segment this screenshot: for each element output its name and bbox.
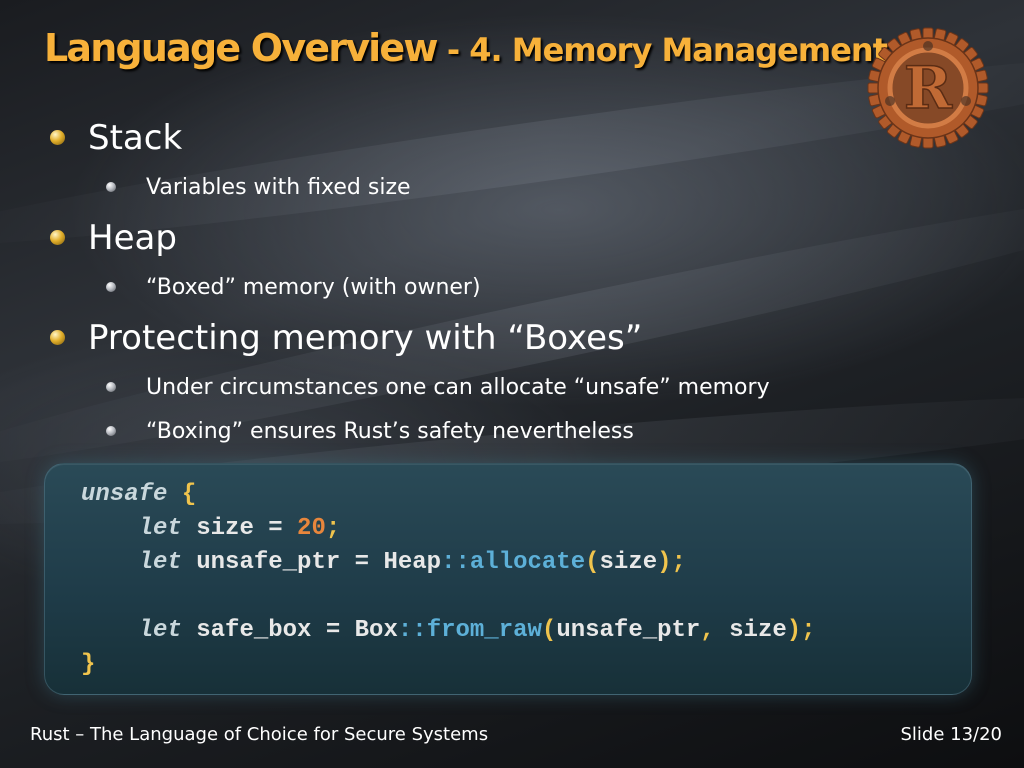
code-line: let unsafe_ptr = Heap::allocate(size);: [138, 549, 686, 576]
code-punctuation: ;: [325, 515, 341, 542]
gold-bullet-icon: [50, 330, 65, 345]
code-keyword: let: [138, 549, 182, 576]
code-punctuation: ): [657, 549, 672, 576]
code-punctuation: }: [81, 651, 96, 678]
code-punctuation: ;: [671, 549, 686, 576]
sub-bullet-text: Variables with fixed size: [146, 175, 411, 200]
sub-bullet-fixed-size: Variables with fixed size: [106, 175, 411, 200]
bullet-text: Protecting memory with “Boxes”: [88, 318, 643, 358]
code-block: unsafe { let size = 20; let unsafe_ptr =…: [44, 463, 972, 695]
code-keyword: let: [138, 617, 182, 644]
code-line: let safe_box = Box::from_raw(unsafe_ptr,…: [138, 617, 816, 644]
code-listing: unsafe { let size = 20; let unsafe_ptr =…: [81, 478, 816, 682]
code-path-separator: ::: [397, 617, 427, 644]
svg-text:R: R: [904, 54, 953, 122]
silver-bullet-icon: [106, 182, 116, 192]
gold-bullet-icon: [50, 130, 65, 145]
code-line: }: [81, 651, 95, 678]
title-separator: -: [436, 31, 470, 69]
code-punctuation: {: [181, 481, 197, 508]
code-keyword: let: [138, 515, 182, 542]
code-punctuation: (: [541, 617, 557, 644]
sub-bullet-text: “Boxing” ensures Rust’s safety neverthel…: [146, 419, 634, 444]
bullet-stack: Stack: [50, 118, 183, 158]
code-punctuation: ,: [700, 617, 715, 644]
silver-bullet-icon: [106, 426, 116, 436]
sub-bullet-text: Under circumstances one can allocate “un…: [146, 375, 770, 400]
code-punctuation: ;: [801, 617, 816, 644]
sub-bullet-boxing-safety: “Boxing” ensures Rust’s safety neverthel…: [106, 419, 634, 444]
code-path-separator: ::: [441, 549, 470, 576]
sub-bullet-text: “Boxed” memory (with owner): [146, 275, 481, 300]
code-line: let size = 20;: [138, 515, 341, 542]
silver-bullet-icon: [106, 282, 116, 292]
title-main: Language Overview: [44, 26, 438, 70]
slide-title: Language Overview - 4. Memory Management: [44, 26, 888, 70]
gold-bullet-icon: [50, 230, 65, 245]
code-keyword: unsafe: [81, 481, 168, 508]
code-function: from_raw: [426, 617, 542, 644]
code-line: unsafe {: [81, 481, 196, 508]
title-sub: 4. Memory Management: [469, 31, 888, 69]
bullet-text: Heap: [88, 218, 177, 258]
code-line: [81, 583, 95, 610]
code-punctuation: ): [786, 617, 802, 644]
sub-bullet-boxed-memory: “Boxed” memory (with owner): [106, 275, 481, 300]
silver-bullet-icon: [106, 382, 116, 392]
sub-bullet-unsafe-memory: Under circumstances one can allocate “un…: [106, 375, 770, 400]
code-punctuation: (: [585, 549, 600, 576]
bullet-text: Stack: [88, 118, 183, 158]
footer-title: Rust – The Language of Choice for Secure…: [30, 724, 489, 745]
bullet-protecting-memory: Protecting memory with “Boxes”: [50, 318, 643, 358]
code-function: allocate: [469, 549, 586, 576]
rust-logo-icon: R: [867, 27, 989, 149]
code-number: 20: [297, 515, 326, 542]
slide-number: Slide 13/20: [900, 724, 1002, 745]
bullet-heap: Heap: [50, 218, 177, 258]
